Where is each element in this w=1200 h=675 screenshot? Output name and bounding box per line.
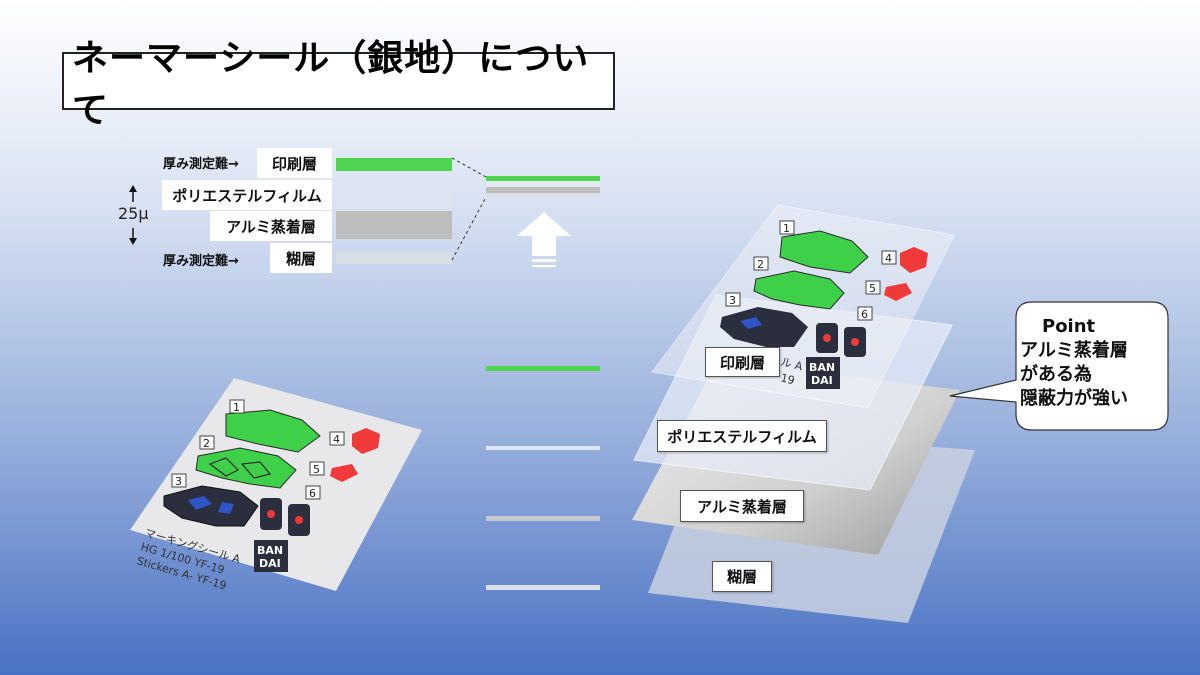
- sticker-number-5: 5: [313, 463, 320, 476]
- layer-number-5: 5: [869, 282, 876, 295]
- thin-bar-film: [486, 181, 600, 187]
- tag-film-layer: ポリエステルフィルム: [657, 420, 827, 452]
- thin-bar-print: [486, 176, 600, 181]
- layer-number-4: 4: [885, 252, 892, 265]
- tag-glue-layer: 糊層: [712, 561, 772, 592]
- logo-text-bottom: DAI: [259, 557, 281, 570]
- layer-label-aluminum: アルミ蒸着層: [210, 211, 332, 241]
- connector-line-glue: [486, 585, 600, 590]
- sticker-number-4: 4: [333, 433, 340, 446]
- sticker-part-dark: [163, 485, 259, 527]
- layer-number-6: 6: [861, 308, 868, 321]
- sticker-number-2: 2: [203, 437, 210, 450]
- up-arrow-icon: [517, 212, 571, 267]
- thickness-label: 25μ: [118, 204, 149, 223]
- logo-text-top: BAN: [257, 544, 283, 557]
- layer-number-2: 2: [757, 258, 764, 271]
- connector-line-aluminum: [486, 516, 600, 521]
- layer-bar-aluminum: [336, 211, 452, 239]
- sticker-number-3: 3: [175, 475, 182, 488]
- callout-heading: Point: [1042, 316, 1096, 337]
- layer-partial-text-2: 19: [779, 371, 796, 387]
- zoom-lines: [451, 157, 487, 261]
- thin-bar-glue: [486, 193, 600, 197]
- layer-logo-bottom: DAI: [811, 374, 833, 387]
- callout-line3: 隠蔽力が強い: [1020, 388, 1128, 409]
- layer-label-film: ポリエステルフィルム: [162, 180, 332, 210]
- bandai-logo: [254, 540, 288, 572]
- layer-number-1: 1: [783, 222, 790, 235]
- layer-label-print: 印刷層: [257, 148, 332, 178]
- page-title: ネーマーシール（銀地）について: [62, 38, 615, 131]
- tag-aluminum-layer: アルミ蒸着層: [680, 490, 804, 522]
- sticker-sheet: 1 2 3 4 5 6 マーキングシール A HG 1/100 YF-19 St…: [130, 378, 422, 592]
- connector-line-film: [486, 446, 600, 450]
- exploded-layers: 1 2 3 4 5 6 ル A 19 BAN DAI: [632, 204, 975, 623]
- sticker-part-red-5: [330, 464, 358, 482]
- measure-note-top: 厚み測定難→: [163, 157, 239, 172]
- layer-label-glue: 糊層: [270, 243, 332, 273]
- sticker-number-1: 1: [233, 401, 240, 414]
- layer-partial-text-1: ル A: [779, 355, 804, 373]
- callout-bubble: [949, 301, 1169, 431]
- thin-bar-aluminum: [486, 187, 600, 193]
- sticker-number-6: 6: [309, 487, 316, 500]
- layer-bar-print: [336, 158, 452, 171]
- sticker-part-red-4: [352, 428, 380, 454]
- layer-bar-film: [336, 180, 452, 210]
- callout-line2: がある為: [1020, 364, 1092, 385]
- callout-line1: アルミ蒸着層: [1020, 340, 1128, 361]
- thickness-arrow-icon: [129, 185, 137, 245]
- callout-text: Point アルミ蒸着層 がある為 隠蔽力が強い: [1020, 315, 1164, 411]
- tag-print-layer: 印刷層: [705, 347, 780, 377]
- layer-logo-top: BAN: [809, 361, 835, 374]
- layer-number-3: 3: [729, 294, 736, 307]
- sticker-part-green-1: [225, 409, 321, 453]
- layer-bar-glue: [336, 252, 452, 264]
- connector-line-print: [486, 366, 600, 371]
- measure-note-bottom: 厚み測定難→: [163, 254, 239, 269]
